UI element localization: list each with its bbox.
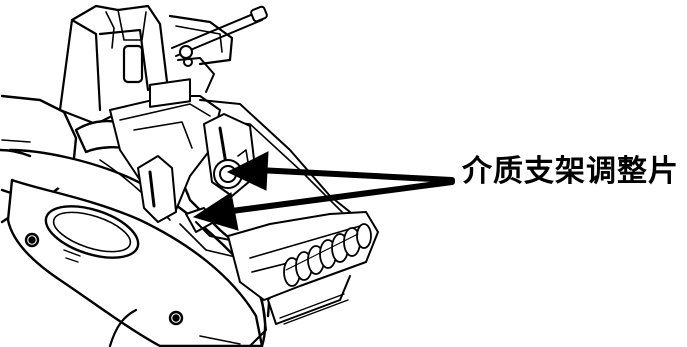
callout-arrows <box>194 152 452 230</box>
arrow-head-lower <box>194 193 238 230</box>
printer-side-panel <box>8 180 262 346</box>
arrow-head-upper <box>228 152 268 190</box>
drive-rollers <box>284 224 371 286</box>
hinge-axle <box>172 6 268 92</box>
printer-base <box>110 300 266 346</box>
arrow-line-lower <box>224 182 452 212</box>
media-bay <box>110 79 350 212</box>
arrow-line-upper <box>258 170 452 180</box>
media-holder-adjustment-tab-label: 介质支架调整片 <box>462 154 679 189</box>
media-holder-right <box>204 114 256 196</box>
printer-lid <box>60 6 232 124</box>
media-holder-left <box>138 156 176 222</box>
